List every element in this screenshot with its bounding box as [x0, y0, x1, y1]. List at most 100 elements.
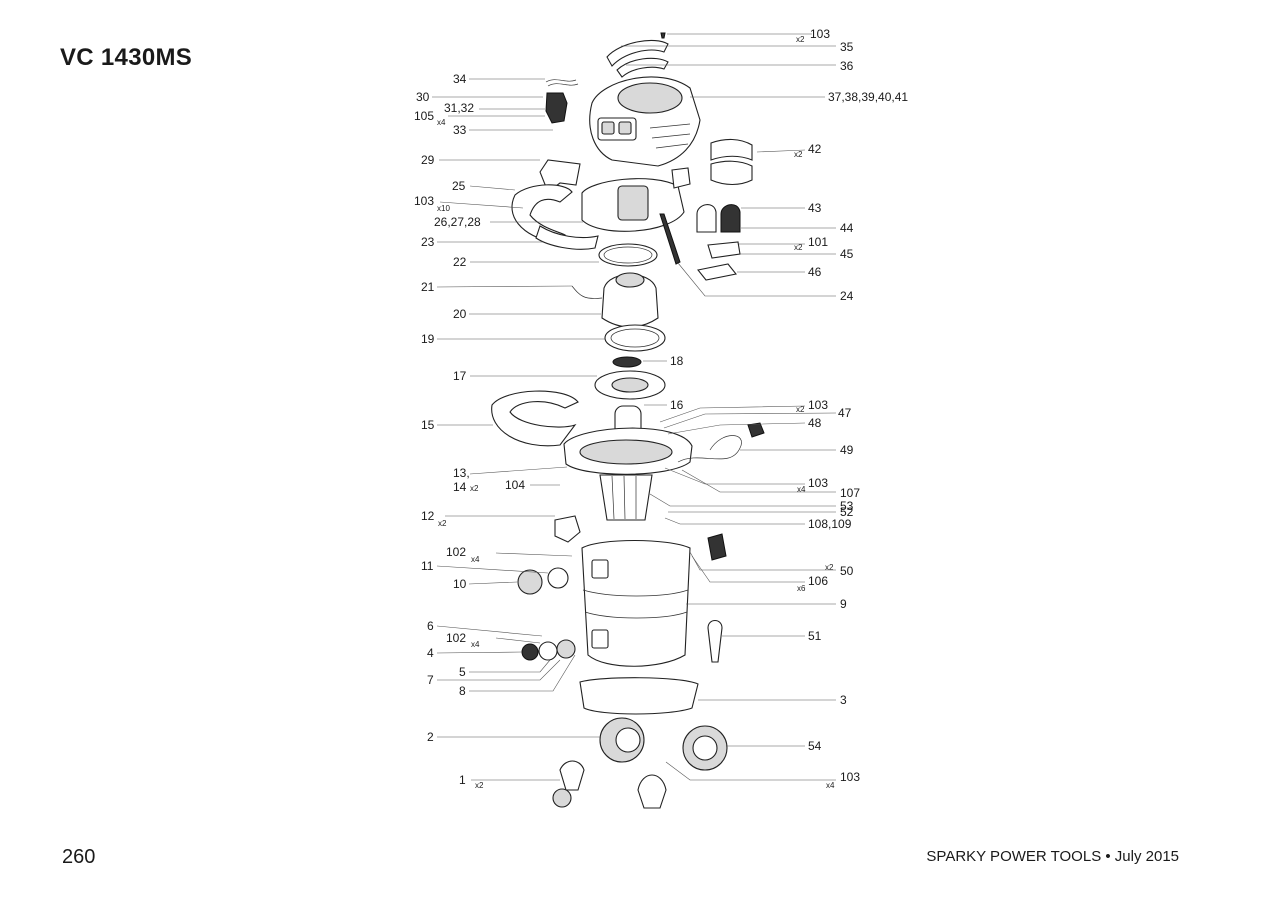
callout-36: 36: [840, 59, 854, 73]
callout-31-32: 31,32: [444, 101, 474, 115]
callout-qty: x2: [794, 150, 803, 159]
part-motor-outlet: [671, 167, 691, 189]
callout-14: 14: [453, 480, 467, 494]
part-socket-45: [707, 241, 741, 259]
callout-52: 52: [840, 505, 854, 519]
part-deflector-15: [491, 390, 579, 447]
callout-qty: x2: [796, 35, 805, 44]
callout-22: 22: [453, 255, 467, 269]
callout-47: 47: [838, 406, 852, 420]
callout-43: 43: [808, 201, 822, 215]
callout-qty: x4: [471, 555, 480, 564]
callout-106: 106: [808, 574, 828, 588]
part-filter-44: [720, 204, 741, 233]
callout-qty: x2: [475, 781, 484, 790]
callout-51: 51: [808, 629, 822, 643]
part-screw-103-top: [660, 32, 666, 39]
part-arc-23: [535, 225, 599, 250]
callout-21: 21: [421, 280, 435, 294]
part-handle-insert-36: [616, 57, 669, 78]
part-strip-24: [659, 213, 681, 265]
callout-qty: x2: [470, 484, 479, 493]
callout-48: 48: [808, 416, 822, 430]
part-filter-basket: [599, 474, 653, 521]
callout-2: 2: [427, 730, 434, 744]
callout-30: 30: [416, 90, 430, 104]
callout-11: 11: [421, 559, 434, 573]
footer-publisher: SPARKY POWER TOOLS • July 2015: [926, 848, 1179, 865]
callout-54: 54: [808, 739, 822, 753]
callout-17: 17: [453, 369, 467, 383]
callout-108-109: 108,109: [808, 517, 852, 531]
callout-15: 15: [421, 418, 435, 432]
part-plug-49: [747, 422, 765, 438]
callout-105: 105: [414, 109, 434, 123]
part-caster-1: [559, 760, 585, 791]
callout-49: 49: [840, 443, 854, 457]
callout-qty: x4: [471, 640, 480, 649]
callout-103-x10: 103: [414, 194, 434, 208]
part-base-3: [579, 677, 699, 715]
part-latch-12: [554, 515, 581, 543]
part-filter-43: [696, 204, 717, 233]
callout-45: 45: [840, 247, 854, 261]
part-socket-46: [697, 263, 737, 281]
part-vents: [649, 123, 691, 149]
callout-qty: x4: [826, 781, 835, 790]
page-number: 260: [62, 846, 96, 868]
callout-103-x4: 103: [808, 476, 828, 490]
part-cable-21: [571, 285, 603, 299]
part-cord-49: [677, 435, 742, 463]
callout-9: 9: [840, 597, 847, 611]
part-tank-window-top: [591, 559, 609, 579]
parts-illustration: [491, 32, 765, 809]
callout-qty: x2: [825, 563, 834, 572]
callout-qty: x2: [794, 243, 803, 252]
callout-42: 42: [808, 142, 822, 156]
callout-104: 104: [505, 478, 525, 492]
part-ring-19: [604, 324, 666, 352]
callout-25: 25: [452, 179, 466, 193]
callout-3: 3: [840, 693, 847, 707]
callout-23: 23: [421, 235, 435, 249]
callout-16: 16: [670, 398, 684, 412]
callout-qty: x2: [438, 519, 447, 528]
callout-37-41: 37,38,39,40,41: [828, 90, 908, 104]
callout-18: 18: [670, 354, 684, 368]
part-switch-50: [707, 533, 727, 561]
callout-34: 34: [453, 72, 467, 86]
callout-102-lower: 102: [446, 631, 466, 645]
callout-53: 53: [840, 499, 854, 513]
callout-12: 12: [421, 509, 435, 523]
part-ring-18: [612, 356, 642, 368]
part-tank-9: [581, 540, 691, 667]
callout-13: 13,: [453, 466, 470, 480]
callout-qty: x2: [796, 405, 805, 414]
callout-24: 24: [840, 289, 854, 303]
callout-qty: x10: [437, 204, 450, 213]
part-switch-right: [618, 121, 632, 135]
part-filter-42a: [710, 138, 753, 161]
callout-102-upper: 102: [446, 545, 466, 559]
callout-19: 19: [421, 332, 435, 346]
part-outlet-4: [521, 643, 539, 661]
callout-1: 1: [459, 773, 466, 787]
part-tank-window-bottom: [591, 629, 609, 649]
callout-101: 101: [808, 235, 828, 249]
callout-qty: x4: [437, 118, 446, 127]
callout-29: 29: [421, 153, 435, 167]
part-outlet-8: [556, 639, 576, 659]
part-caster-2: [637, 774, 667, 809]
callout-103-top: 103: [810, 27, 830, 41]
part-arc-25: [511, 184, 573, 244]
model-title: VC 1430MS: [60, 44, 193, 71]
callout-qty: x4: [797, 485, 806, 494]
callout-7: 7: [427, 673, 434, 687]
part-wire-34: [545, 79, 579, 87]
callout-46: 46: [808, 265, 822, 279]
part-head-top: [617, 82, 683, 114]
callout-33: 33: [453, 123, 467, 137]
callout-26-28: 26,27,28: [434, 215, 481, 229]
callout-44: 44: [840, 221, 854, 235]
